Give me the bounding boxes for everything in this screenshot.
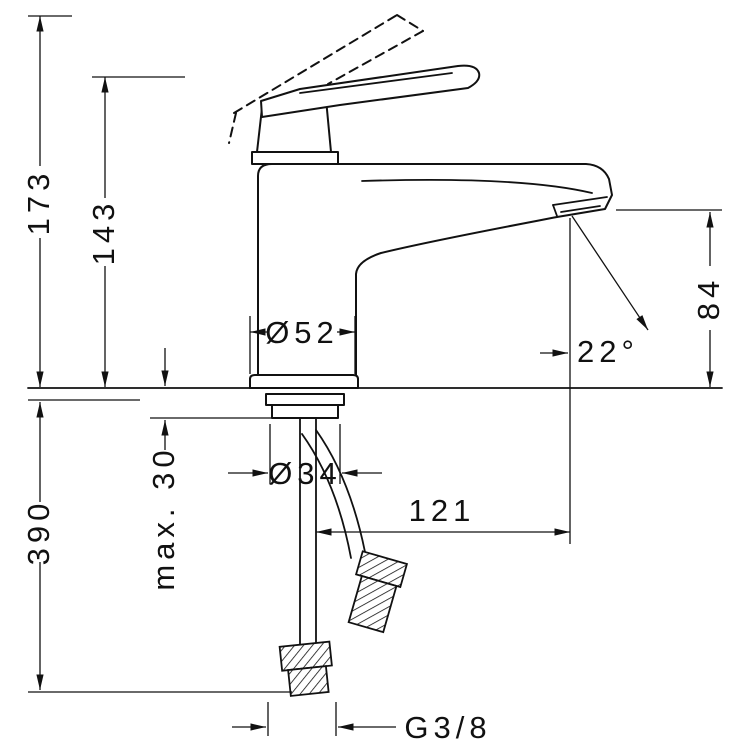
extension-lines [28, 15, 722, 736]
dim-label-outlet-angle: 22° [577, 334, 639, 369]
dim-height-to-handle: 143 [86, 77, 121, 387]
dim-shank-diameter: Ø34 [228, 456, 382, 491]
hose-connector-right [347, 550, 409, 634]
mounting-clamp [265, 393, 345, 419]
dim-base-diameter: Ø52 [250, 315, 355, 350]
dim-label-total-height: 173 [21, 169, 56, 236]
dim-label-spout-reach: 121 [409, 493, 476, 528]
lever-accent-line [299, 72, 453, 94]
dim-label-below-deck-length: 390 [21, 499, 56, 566]
dim-below-deck-length: 390 [21, 402, 56, 690]
handle-ring [251, 151, 339, 165]
spout-contour-line [361, 178, 593, 194]
dim-label-height-to-handle: 143 [86, 199, 121, 266]
dim-label-outlet-height: 84 [691, 276, 726, 320]
aerator-detail [552, 196, 608, 217]
dim-label-shank-diameter: Ø34 [268, 456, 342, 491]
base-flange [249, 374, 359, 389]
dim-total-height: 173 [21, 16, 56, 387]
dim-connection-thread: G3/8 [232, 710, 491, 745]
dim-max-deck-thickness: max. 30 [146, 348, 181, 591]
dim-label-base-diameter: Ø52 [265, 315, 339, 350]
faucet-lever [260, 64, 481, 118]
faucet-drawing [27, 14, 723, 697]
dim-outlet-angle: 22° [540, 215, 649, 369]
hose-connector-bottom [278, 640, 333, 697]
dim-spout-reach: 121 [316, 493, 570, 536]
supply-hose [301, 429, 366, 559]
faucet-handle-raised-dashed [228, 14, 424, 144]
dim-label-connection-thread: G3/8 [404, 710, 491, 745]
dim-outlet-height: 84 [691, 212, 726, 387]
dim-label-max-deck-thickness: max. 30 [146, 445, 181, 590]
